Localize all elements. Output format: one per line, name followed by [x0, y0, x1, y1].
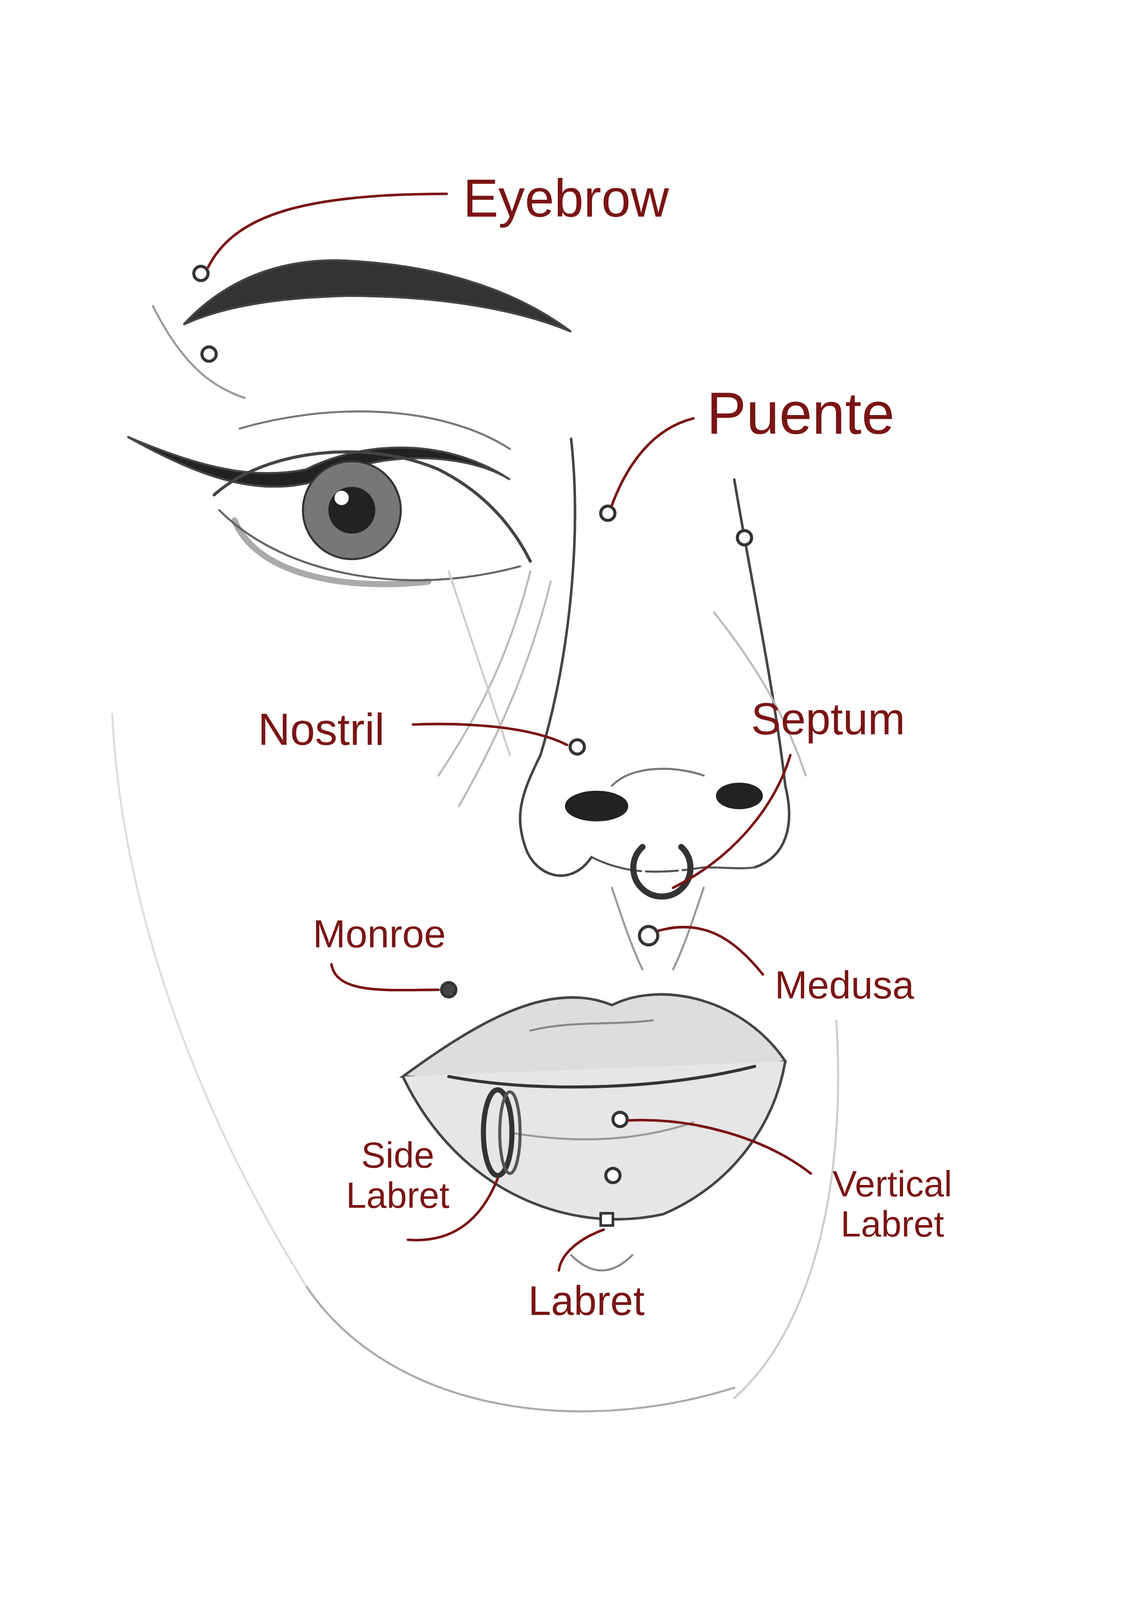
piercing-label: Monroe: [312, 912, 447, 956]
piercing-label: Nostril: [258, 705, 385, 755]
piercing-label: Eyebrow: [462, 169, 669, 229]
leader-lines: [207, 193, 811, 1271]
piercing-label: Septum: [751, 694, 906, 744]
piercing-dots: [193, 266, 752, 1183]
piercing-label: Side Labret: [336, 1135, 459, 1216]
piercing-label: Puente: [706, 380, 895, 447]
piercing-label: Medusa: [774, 963, 915, 1007]
piercing-label: Labret: [528, 1278, 645, 1324]
piercing-label: Vertical Labret: [819, 1163, 966, 1245]
